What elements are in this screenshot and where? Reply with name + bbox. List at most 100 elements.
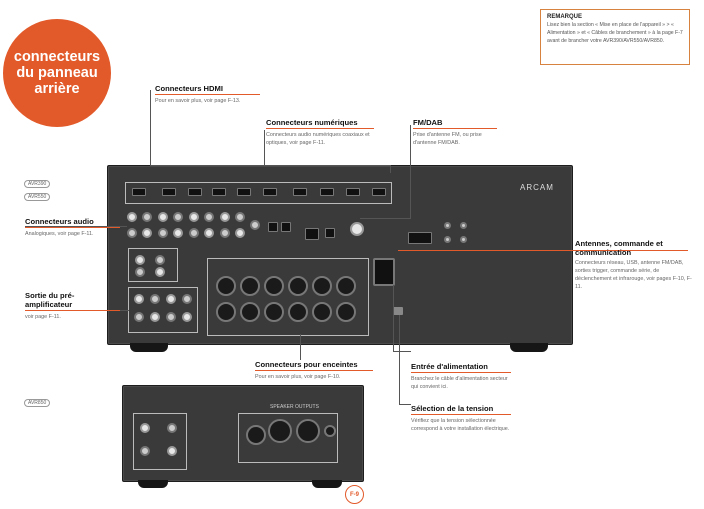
remark-title: REMARQUE xyxy=(547,14,583,20)
rca-jack xyxy=(167,446,177,456)
speaker-post xyxy=(240,302,260,322)
badge-line-1: connecteurs xyxy=(13,49,101,65)
hdmi-panel xyxy=(125,182,392,204)
rca-jack xyxy=(166,312,176,322)
rca-jack xyxy=(158,212,168,222)
callout-fm-dab: FM/DAB Prise d'antenne FM, ou prise d'an… xyxy=(413,118,497,147)
hdmi-port xyxy=(320,188,334,196)
rca-jack xyxy=(134,294,144,304)
rca-jack xyxy=(150,312,160,322)
model-chip-top1: AVR390 xyxy=(24,172,51,190)
speaker-post xyxy=(240,276,260,296)
hdmi-port xyxy=(263,188,277,196)
usb-port xyxy=(325,228,335,238)
rca-jack xyxy=(127,212,137,222)
callout-speakers: Connecteurs pour enceintes Pour en savoi… xyxy=(255,360,373,381)
rca-jack xyxy=(173,212,183,222)
rca-jack xyxy=(182,294,192,304)
speaker-post xyxy=(288,302,308,322)
voltage-switch xyxy=(393,307,403,315)
rs232-port xyxy=(408,232,432,244)
rca-jack xyxy=(166,294,176,304)
speaker-post xyxy=(216,276,236,296)
rca-jack xyxy=(189,212,199,222)
rca-jack xyxy=(235,228,245,238)
hdmi-port xyxy=(212,188,226,196)
rca-jack xyxy=(142,212,152,222)
callout-preamp: Sortie du pré-amplificateur voir page F-… xyxy=(25,291,120,321)
rca-jack xyxy=(182,312,192,322)
power-inlet xyxy=(373,258,395,286)
speaker-post xyxy=(324,425,336,437)
optical-port xyxy=(268,222,278,232)
rca-jack xyxy=(127,228,137,238)
receiver-bottom-foot-right xyxy=(312,480,342,488)
trigger-jack xyxy=(460,222,467,229)
speaker-post xyxy=(264,302,284,322)
remark-box: REMARQUE Lisez bien la section « Mise en… xyxy=(540,9,690,65)
speaker-post xyxy=(264,276,284,296)
coax-jack xyxy=(250,220,260,230)
trigger-jack xyxy=(460,236,467,243)
rca-jack xyxy=(173,228,183,238)
speaker-post xyxy=(216,302,236,322)
hdmi-port xyxy=(372,188,386,196)
rca-jack xyxy=(220,212,230,222)
speaker-panel xyxy=(207,258,369,336)
callout-antennas: Antennes, commande et communication Conn… xyxy=(575,239,692,290)
speaker-post xyxy=(336,276,356,296)
speaker-post xyxy=(312,302,332,322)
bottom-speaker-panel xyxy=(238,413,338,463)
fm-antenna-jack xyxy=(350,222,364,236)
rca-jack xyxy=(150,294,160,304)
rca-jack xyxy=(140,423,150,433)
callout-power: Entrée d'alimentation Branchez le câble … xyxy=(411,362,511,391)
rca-jack xyxy=(167,423,177,433)
model-chip-bottom: AVR850 xyxy=(24,391,51,409)
badge-line-2: du panneau xyxy=(16,65,98,81)
hdmi-port xyxy=(188,188,202,196)
rca-jack xyxy=(134,312,144,322)
section-badge: connecteurs du panneau arrière xyxy=(3,19,111,127)
model-chip-top2: AVR550 xyxy=(24,185,51,203)
badge-line-3: arrière xyxy=(34,81,80,97)
callout-digital: Connecteurs numériques Connecteurs audio… xyxy=(266,118,374,147)
hdmi-port xyxy=(293,188,307,196)
receiver-foot-left xyxy=(130,343,168,352)
hdmi-port xyxy=(162,188,176,196)
speaker-post xyxy=(268,419,292,443)
rca-jack xyxy=(235,212,245,222)
page-number: F-9 xyxy=(345,485,364,504)
callout-audio: Connecteurs audio Analogiques, voir page… xyxy=(25,217,120,238)
rca-jack xyxy=(135,255,145,265)
brand-logo: ARCAM xyxy=(520,183,554,192)
rca-jack xyxy=(140,446,150,456)
rca-jack xyxy=(189,228,199,238)
rca-jack xyxy=(155,267,165,277)
speaker-post xyxy=(288,276,308,296)
receiver-foot-right xyxy=(510,343,548,352)
rca-jack xyxy=(142,228,152,238)
receiver-bottom-rear-panel xyxy=(122,385,364,482)
rca-jack xyxy=(155,255,165,265)
speaker-post xyxy=(296,419,320,443)
network-port xyxy=(305,228,319,240)
rca-jack xyxy=(220,228,230,238)
hdmi-port xyxy=(132,188,146,196)
callout-voltage: Sélection de la tension Vérifiez que la … xyxy=(411,404,511,432)
rca-jack xyxy=(158,228,168,238)
hdmi-port xyxy=(237,188,251,196)
speaker-post xyxy=(246,425,266,445)
optical-port xyxy=(281,222,291,232)
callout-hdmi: Connecteurs HDMI Pour en savoir plus, vo… xyxy=(155,84,260,105)
trigger-jack xyxy=(444,222,451,229)
speaker-post xyxy=(312,276,332,296)
zone-panel xyxy=(128,248,178,282)
bottom-jack-panel xyxy=(133,413,187,470)
trigger-jack xyxy=(444,236,451,243)
remark-text: Lisez bien la section « Mise en place de… xyxy=(547,22,683,44)
rca-jack xyxy=(204,212,214,222)
speaker-post xyxy=(336,302,356,322)
rca-jack xyxy=(135,267,145,277)
hdmi-port xyxy=(346,188,360,196)
